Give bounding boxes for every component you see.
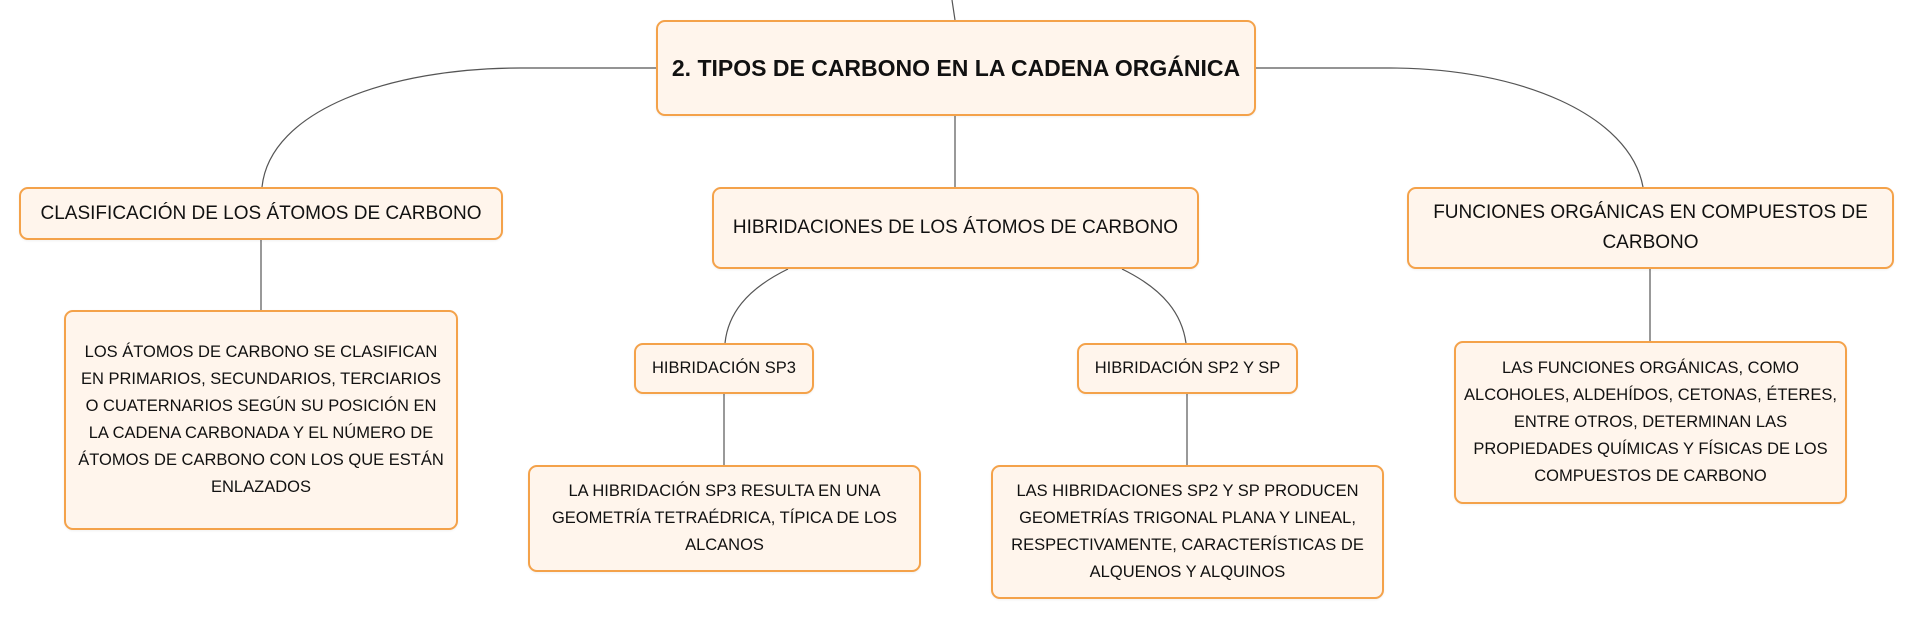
edge-hibridaciones-to-sp3 xyxy=(724,268,789,344)
subtopic-sp2-label: HIBRIDACIÓN SP2 Y SP xyxy=(1094,359,1281,377)
edge-hibridaciones-to-sp2 xyxy=(1121,268,1187,344)
detail-funciones-text: LAS FUNCIONES ORGÁNICAS, COMO ALCOHOLES,… xyxy=(1464,359,1837,485)
subtopic-sp3-label: HIBRIDACIÓN SP3 xyxy=(652,359,796,377)
topic-clasificacion-label: CLASIFICACIÓN DE LOS ÁTOMOS DE CARBONO xyxy=(40,202,482,224)
topic-hibridaciones-label: HIBRIDACIONES DE LOS ÁTOMOS DE CARBONO xyxy=(732,217,1179,238)
topic-funciones-label: FUNCIONES ORGÁNICAS EN COMPUESTOS DE CAR… xyxy=(1433,202,1868,253)
detail-sp2[interactable]: LAS HIBRIDACIONES SP2 Y SP PRODUCEN GEOM… xyxy=(991,465,1384,599)
detail-clasificacion[interactable]: LOS ÁTOMOS DE CARBONO SE CLASIFICAN EN P… xyxy=(64,310,458,530)
topic-funciones[interactable]: FUNCIONES ORGÁNICAS EN COMPUESTOS DE CAR… xyxy=(1407,187,1894,269)
detail-sp3-text: LA HIBRIDACIÓN SP3 RESULTA EN UNA GEOMET… xyxy=(551,482,898,554)
edge-parent-to-root xyxy=(951,0,956,21)
detail-sp3[interactable]: LA HIBRIDACIÓN SP3 RESULTA EN UNA GEOMET… xyxy=(528,465,921,572)
subtopic-sp2[interactable]: HIBRIDACIÓN SP2 Y SP xyxy=(1077,343,1298,394)
subtopic-sp3[interactable]: HIBRIDACIÓN SP3 xyxy=(634,343,814,394)
topic-clasificacion[interactable]: CLASIFICACIÓN DE LOS ÁTOMOS DE CARBONO xyxy=(19,187,503,240)
edge-root-to-clasificacion xyxy=(261,67,656,188)
edge-root-to-funciones xyxy=(1256,67,1644,188)
detail-sp2-text: LAS HIBRIDACIONES SP2 Y SP PRODUCEN GEOM… xyxy=(1011,482,1364,581)
root-topic[interactable]: 2. TIPOS DE CARBONO EN LA CADENA ORGÁNIC… xyxy=(656,20,1256,116)
detail-clasificacion-text: LOS ÁTOMOS DE CARBONO SE CLASIFICAN EN P… xyxy=(78,343,444,496)
root-topic-label: 2. TIPOS DE CARBONO EN LA CADENA ORGÁNIC… xyxy=(671,54,1241,81)
detail-funciones[interactable]: LAS FUNCIONES ORGÁNICAS, COMO ALCOHOLES,… xyxy=(1454,341,1847,504)
topic-hibridaciones[interactable]: HIBRIDACIONES DE LOS ÁTOMOS DE CARBONO xyxy=(712,187,1199,269)
